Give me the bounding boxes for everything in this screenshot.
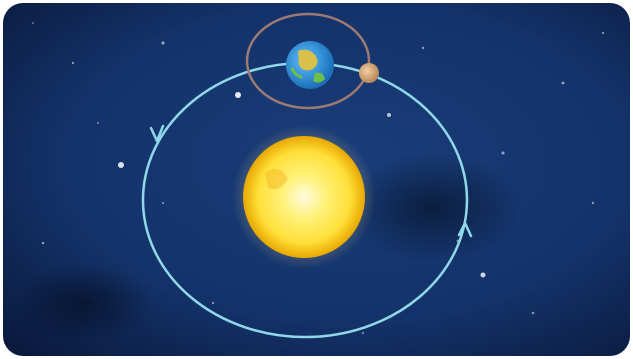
star <box>42 242 45 245</box>
star <box>387 113 391 117</box>
star <box>422 47 424 49</box>
star <box>118 162 124 168</box>
star <box>32 22 34 24</box>
star <box>162 202 164 204</box>
dark-nebula <box>13 263 153 343</box>
star <box>602 32 604 34</box>
star <box>502 152 505 155</box>
star <box>532 312 535 315</box>
star <box>592 202 594 204</box>
diagram-panel <box>3 3 630 356</box>
star <box>162 42 165 45</box>
moon-icon <box>359 63 379 83</box>
star <box>562 82 565 85</box>
star <box>72 62 74 64</box>
sun-icon <box>243 136 365 258</box>
star <box>481 273 486 278</box>
solar-system-diagram <box>3 3 630 356</box>
star <box>362 332 364 334</box>
star <box>97 122 99 124</box>
star <box>212 302 214 304</box>
earth-icon <box>286 41 334 89</box>
star <box>235 92 241 98</box>
